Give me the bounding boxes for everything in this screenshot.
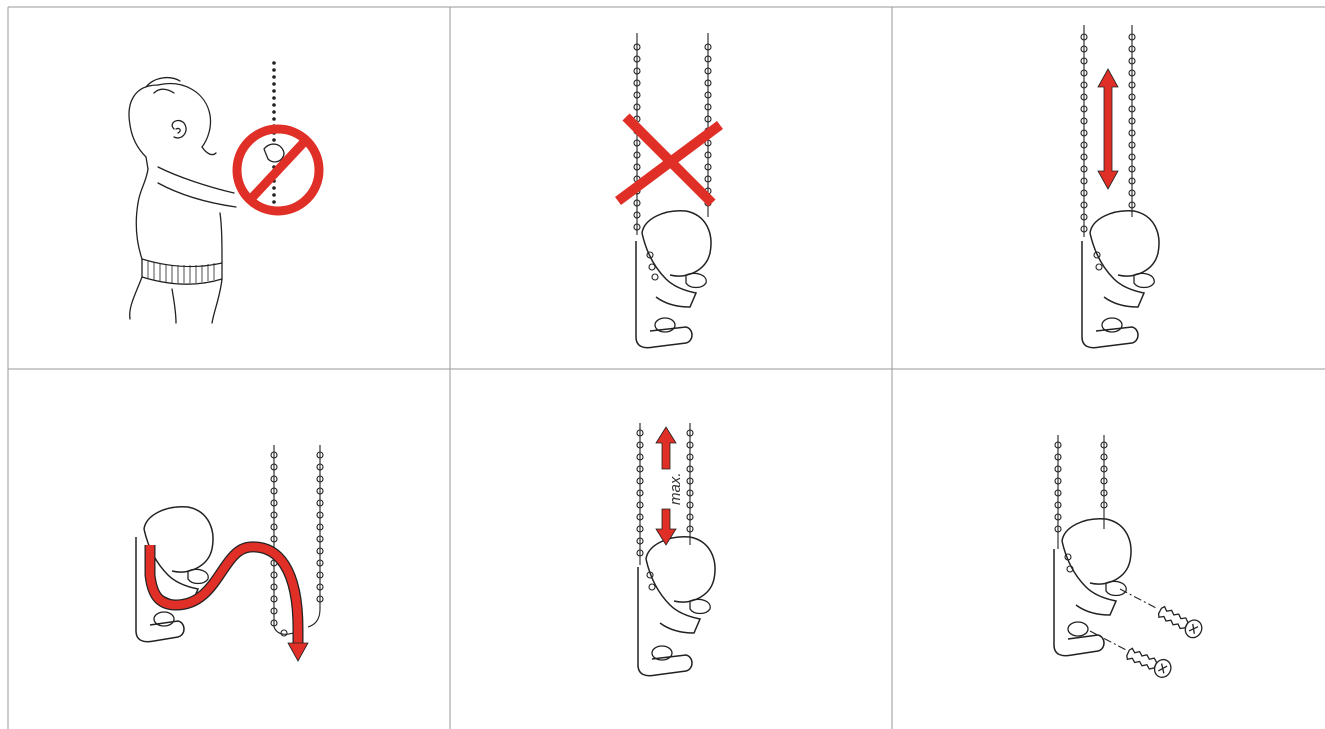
panel-max-distance: max.	[450, 369, 892, 729]
panel-screw-mount	[892, 369, 1325, 729]
screw-icon	[1124, 603, 1205, 680]
panel-chain-tension	[892, 7, 1325, 369]
max-label: max.	[667, 472, 684, 505]
double-arrow-icon	[1098, 69, 1118, 189]
no-child-icon	[237, 129, 319, 211]
tensioner-tension-illustration	[892, 7, 1325, 369]
tensioner-max-distance-illustration: max.	[450, 369, 892, 729]
panel-thread-chain	[8, 369, 450, 729]
panel-child-warning	[8, 7, 450, 369]
curved-arrow-icon	[150, 545, 308, 661]
panel-chain-not-tensioned	[450, 7, 892, 369]
child-illustration	[8, 7, 450, 369]
tensioner-screw-illustration	[892, 369, 1325, 729]
tensioner-threading-illustration	[8, 369, 450, 729]
tensioner-crossed-illustration	[450, 7, 892, 369]
